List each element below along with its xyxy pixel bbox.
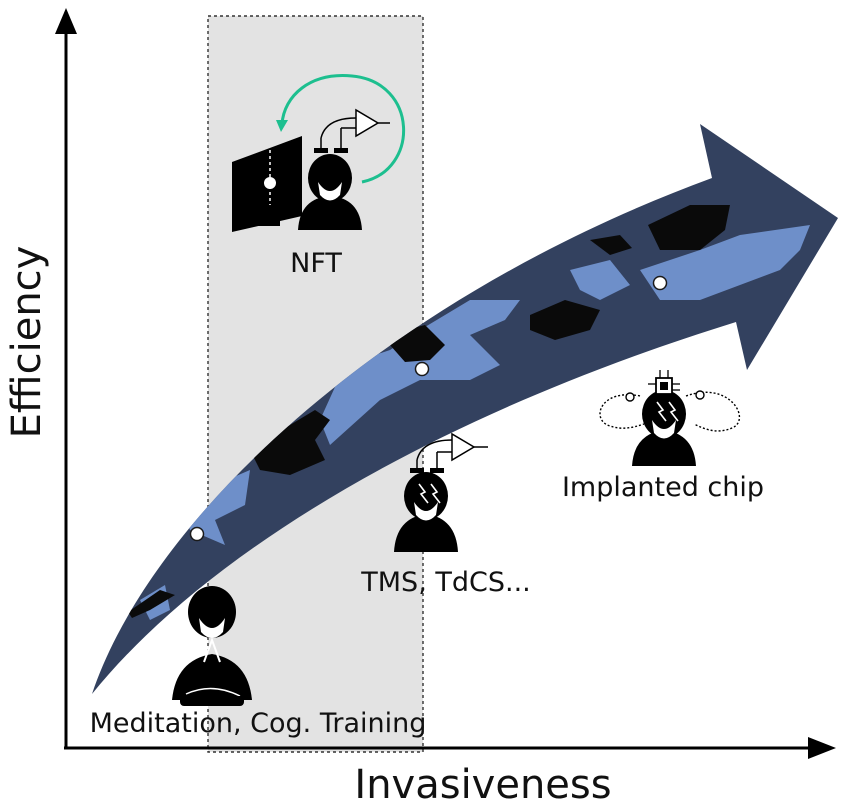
marker-meditation — [189, 526, 205, 542]
marker-nft — [414, 361, 430, 377]
chip-implant-person-icon — [599, 370, 741, 466]
tms-label: TMS, TdCS... — [360, 567, 530, 598]
y-axis-label: Efficiency — [4, 246, 50, 439]
x-axis — [64, 737, 836, 759]
monitor-icon — [232, 136, 302, 232]
y-axis — [55, 8, 77, 748]
chip-label: Implanted chip — [562, 472, 764, 503]
nft-label: NFT — [290, 248, 342, 279]
marker-chip — [652, 275, 668, 291]
x-axis-label: Invasiveness — [354, 762, 611, 807]
feedback-loop-icon — [276, 74, 406, 184]
meditating-person-icon — [172, 586, 252, 706]
nft-icon-group — [232, 74, 406, 232]
meditation-label: Meditation, Cog. Training — [90, 708, 427, 739]
eeg-headset-person-icon — [298, 128, 362, 230]
amplifier-icon — [320, 108, 390, 139]
trajectory-arrow — [92, 124, 838, 694]
brain-stimulation-person-icon — [394, 432, 488, 552]
